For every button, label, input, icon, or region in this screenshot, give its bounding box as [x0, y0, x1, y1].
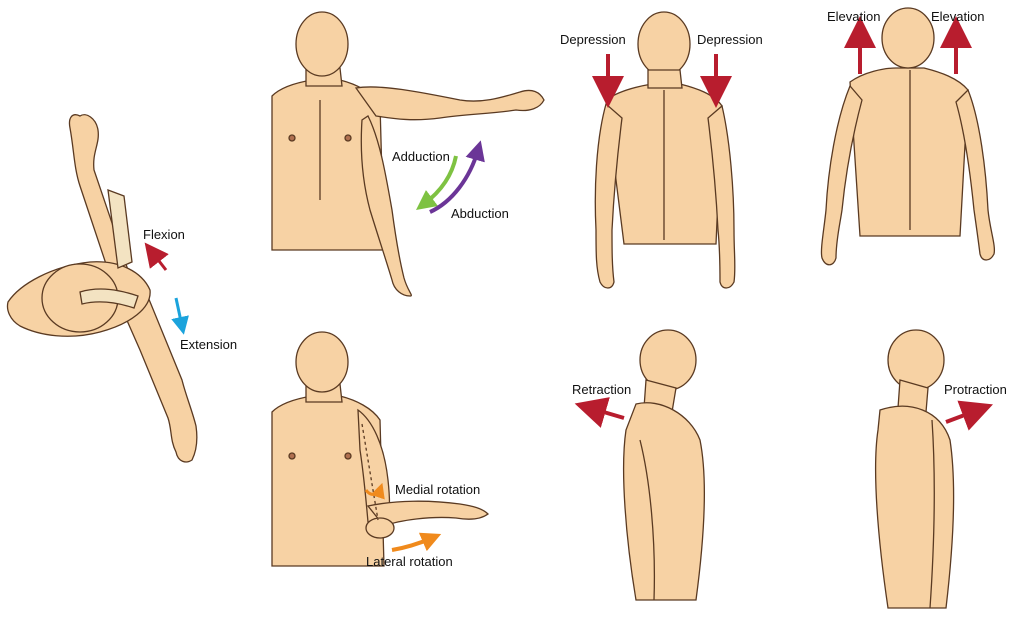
figure-retraction	[622, 329, 706, 601]
protraction-arrow	[945, 400, 993, 431]
abduction-arrow	[429, 140, 485, 214]
elevation-label-right: Elevation	[931, 9, 985, 24]
depression-label-left: Depression	[560, 32, 626, 47]
medial-rotation-label: Medial rotation	[395, 482, 481, 497]
lateral-rotation-label: Lateral rotation	[366, 554, 453, 569]
extension-label: Extension	[180, 337, 238, 352]
retraction-label: Retraction	[572, 382, 632, 397]
figure-elevation	[820, 7, 996, 266]
extension-arrow	[171, 297, 189, 335]
abduction-label: Abduction	[451, 206, 509, 221]
medial-rotation-arrow	[364, 482, 385, 500]
retraction-arrow	[574, 397, 625, 428]
figure-depression	[594, 11, 736, 289]
lateral-rotation-arrow	[391, 532, 442, 552]
figure-abduction-adduction	[271, 11, 545, 297]
protraction-label: Protraction	[944, 382, 1007, 397]
elevation-label-left: Elevation	[827, 9, 881, 24]
figure-rotation	[271, 331, 489, 567]
figure-flexion-extension	[6, 114, 198, 463]
adduction-arrow	[416, 155, 458, 211]
figure-protraction	[874, 329, 955, 609]
flexion-arrow	[144, 242, 169, 271]
adduction-label: Adduction	[392, 149, 450, 164]
flexion-label: Flexion	[143, 227, 185, 242]
depression-label-right: Depression	[697, 32, 763, 47]
